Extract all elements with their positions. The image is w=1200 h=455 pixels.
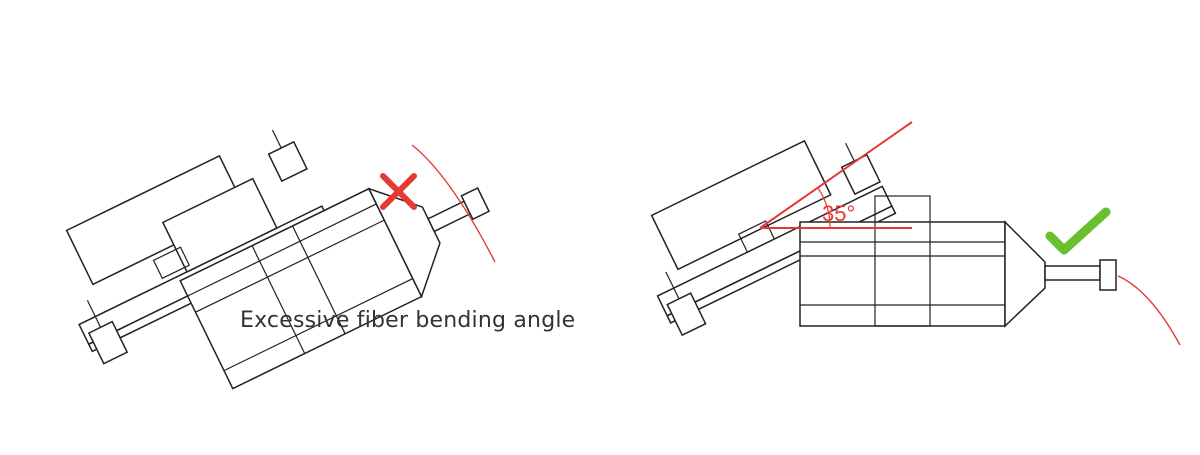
top-block <box>65 154 247 286</box>
fiber-connector-cap <box>1099 259 1117 291</box>
post-right <box>267 140 308 183</box>
check-icon <box>1045 207 1111 255</box>
correct-mount-assembly <box>650 139 897 337</box>
angle-arc <box>817 187 831 229</box>
bracket <box>161 177 278 273</box>
post-pin <box>845 142 855 162</box>
fiber-connector <box>1044 265 1101 281</box>
clamp <box>152 246 191 280</box>
post-left <box>87 320 129 365</box>
body-line <box>195 219 385 313</box>
incorrect-caption: Excessive fiber bending angle <box>240 308 576 333</box>
clamp <box>737 220 776 253</box>
fiber-line <box>411 144 496 263</box>
angle-indicator: 35° <box>759 121 913 229</box>
top-block <box>650 139 832 271</box>
fiber-connector <box>427 200 472 233</box>
post-right <box>840 153 882 196</box>
angle-label: 35° <box>822 201 855 226</box>
post-pin <box>665 271 680 300</box>
post-pin <box>86 300 102 328</box>
laser-head-body <box>799 221 1006 327</box>
body-line <box>251 245 306 354</box>
body-line <box>187 203 377 297</box>
fiber-line <box>1117 275 1181 346</box>
fiber-connector-cap <box>460 186 491 221</box>
body-line <box>291 225 346 335</box>
body-line <box>223 278 414 372</box>
correct-laser-head <box>799 195 1117 328</box>
nozzle-cone <box>1004 220 1046 328</box>
bracket <box>874 195 931 327</box>
post-pin <box>271 129 282 149</box>
cross-icon <box>380 173 417 210</box>
angle-ray-upper <box>759 121 913 229</box>
incorrect-assembly <box>65 129 491 390</box>
